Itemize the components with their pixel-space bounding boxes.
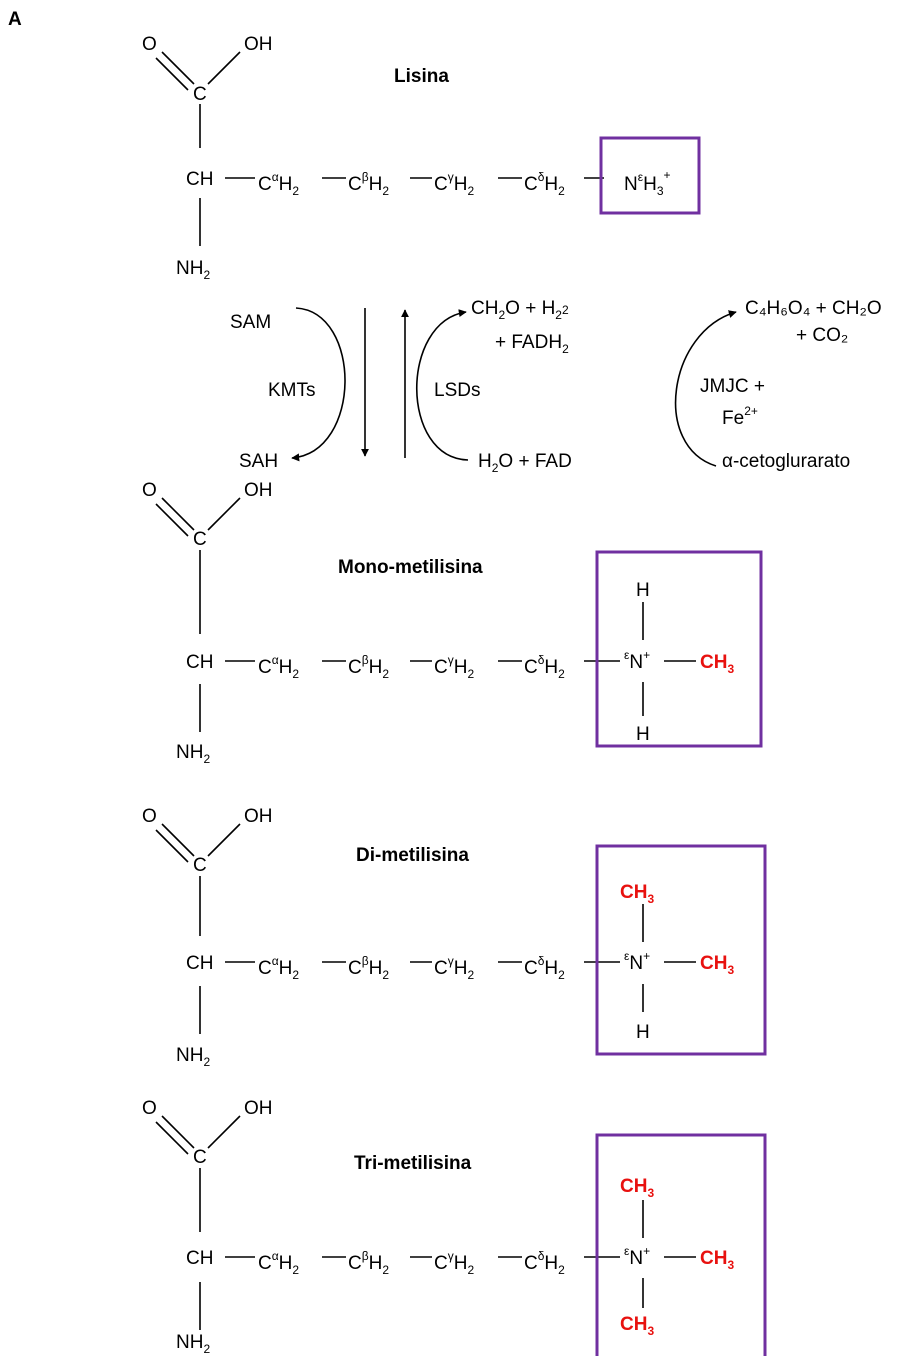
lsd-products-2: + FADH2	[495, 332, 569, 356]
lsds-label: LSDs	[434, 380, 480, 401]
c-beta-group: CβH2	[348, 1249, 389, 1277]
ch-label: CH	[186, 953, 213, 974]
c-alpha-group: CαH2	[258, 954, 299, 982]
hydroxyl-label: OH	[244, 1098, 273, 1119]
amino-group: NH2	[176, 742, 210, 766]
amine-box	[595, 550, 763, 748]
amino-group: NH2	[176, 258, 210, 282]
iron-label: Fe2+	[722, 404, 758, 429]
molecule-lisina: O OH C CH NH2 CαH2 CβH2 CγH2 CδH2 NεH3+ …	[142, 34, 701, 282]
amino-group: NH2	[176, 1332, 210, 1356]
right-methyl-group: CH3	[700, 953, 734, 977]
amine-box	[599, 136, 701, 215]
c-gamma-group: CγH2	[434, 170, 474, 198]
ammonium-center: εN+	[624, 648, 650, 673]
ch-label: CH	[186, 652, 213, 673]
bottom-methyl-group: CH3	[620, 1314, 654, 1338]
amine-box	[595, 844, 767, 1056]
hydroxyl-label: OH	[244, 806, 273, 827]
ch-label: CH	[186, 1248, 213, 1269]
amine-box	[595, 1133, 767, 1356]
carbon-label: C	[193, 529, 207, 550]
oxygen-label: O	[142, 34, 157, 55]
c-delta-group: CδH2	[524, 1249, 565, 1277]
bottom-hydrogen: H	[636, 724, 650, 745]
top-methyl-group: CH3	[620, 882, 654, 906]
ammonium-group: NεH3+	[624, 168, 671, 198]
c-alpha-group: CαH2	[258, 170, 299, 198]
c-delta-group: CδH2	[524, 170, 565, 198]
kmt-curved-arrow	[291, 307, 346, 462]
c-delta-group: CδH2	[524, 653, 565, 681]
molecule-name: Mono-metilisina	[338, 557, 483, 578]
c-delta-group: CδH2	[524, 954, 565, 982]
kmts-label: KMTs	[268, 380, 316, 401]
hydroxyl-label: OH	[244, 34, 273, 55]
amino-group: NH2	[176, 1045, 210, 1069]
right-methyl-group: CH3	[700, 1248, 734, 1272]
molecule-di-metilisina: O OH C CH NH2 CαH2 CβH2 CγH2 CδH2 CH3 H …	[142, 806, 767, 1069]
lsd-reactants: H2O + FAD	[478, 451, 572, 475]
jmjc-products-2: + CO₂	[796, 325, 848, 346]
molecule-name: Lisina	[394, 66, 449, 87]
bottom-hydrogen: H	[636, 1022, 650, 1043]
c-alpha-group: CαH2	[258, 1249, 299, 1277]
top-hydrogen: H	[636, 580, 650, 601]
oxygen-label: O	[142, 1098, 157, 1119]
carbon-label: C	[193, 84, 207, 105]
alpha-ketoglutarate-label: α-cetoglurarato	[722, 451, 850, 472]
c-gamma-group: CγH2	[434, 954, 474, 982]
molecule-name: Tri-metilisina	[354, 1153, 472, 1174]
carbon-label: C	[193, 1147, 207, 1168]
sam-label: SAM	[230, 312, 271, 333]
reaction-area: SAM KMTs SAH LSDs CH2O + H22 + FADH2 H2O…	[230, 298, 882, 475]
lsd-products-1: CH2O + H22	[471, 298, 569, 322]
jmjc-products-1: C₄H₆O₄ + CH₂O	[745, 298, 882, 319]
jmjc-label: JMJC +	[700, 376, 765, 397]
molecule-tri-metilisina: O OH C CH NH2 CαH2 CβH2 CγH2 CδH2 CH3 CH…	[142, 1098, 767, 1356]
molecule-name: Di-metilisina	[356, 845, 469, 866]
c-beta-group: CβH2	[348, 653, 389, 681]
jmjc-curved-arrow	[674, 310, 737, 467]
top-methyl-group: CH3	[620, 1176, 654, 1200]
ch-label: CH	[186, 169, 213, 190]
panel-label: A	[8, 9, 22, 30]
hydroxyl-label: OH	[244, 480, 273, 501]
oxygen-label: O	[142, 480, 157, 501]
molecule-mono-metilisina: O OH C CH NH2 CαH2 CβH2 CγH2 CδH2 H H εN…	[142, 480, 763, 766]
c-gamma-group: CγH2	[434, 653, 474, 681]
c-beta-group: CβH2	[348, 170, 389, 198]
lsd-curved-arrow	[416, 309, 469, 461]
methyl-group: CH3	[700, 652, 734, 676]
ammonium-center: εN+	[624, 1244, 650, 1269]
sah-label: SAH	[239, 451, 278, 472]
oxygen-label: O	[142, 806, 157, 827]
c-alpha-group: CαH2	[258, 653, 299, 681]
ammonium-center: εN+	[624, 949, 650, 974]
c-gamma-group: CγH2	[434, 1249, 474, 1277]
carbon-label: C	[193, 855, 207, 876]
c-beta-group: CβH2	[348, 954, 389, 982]
